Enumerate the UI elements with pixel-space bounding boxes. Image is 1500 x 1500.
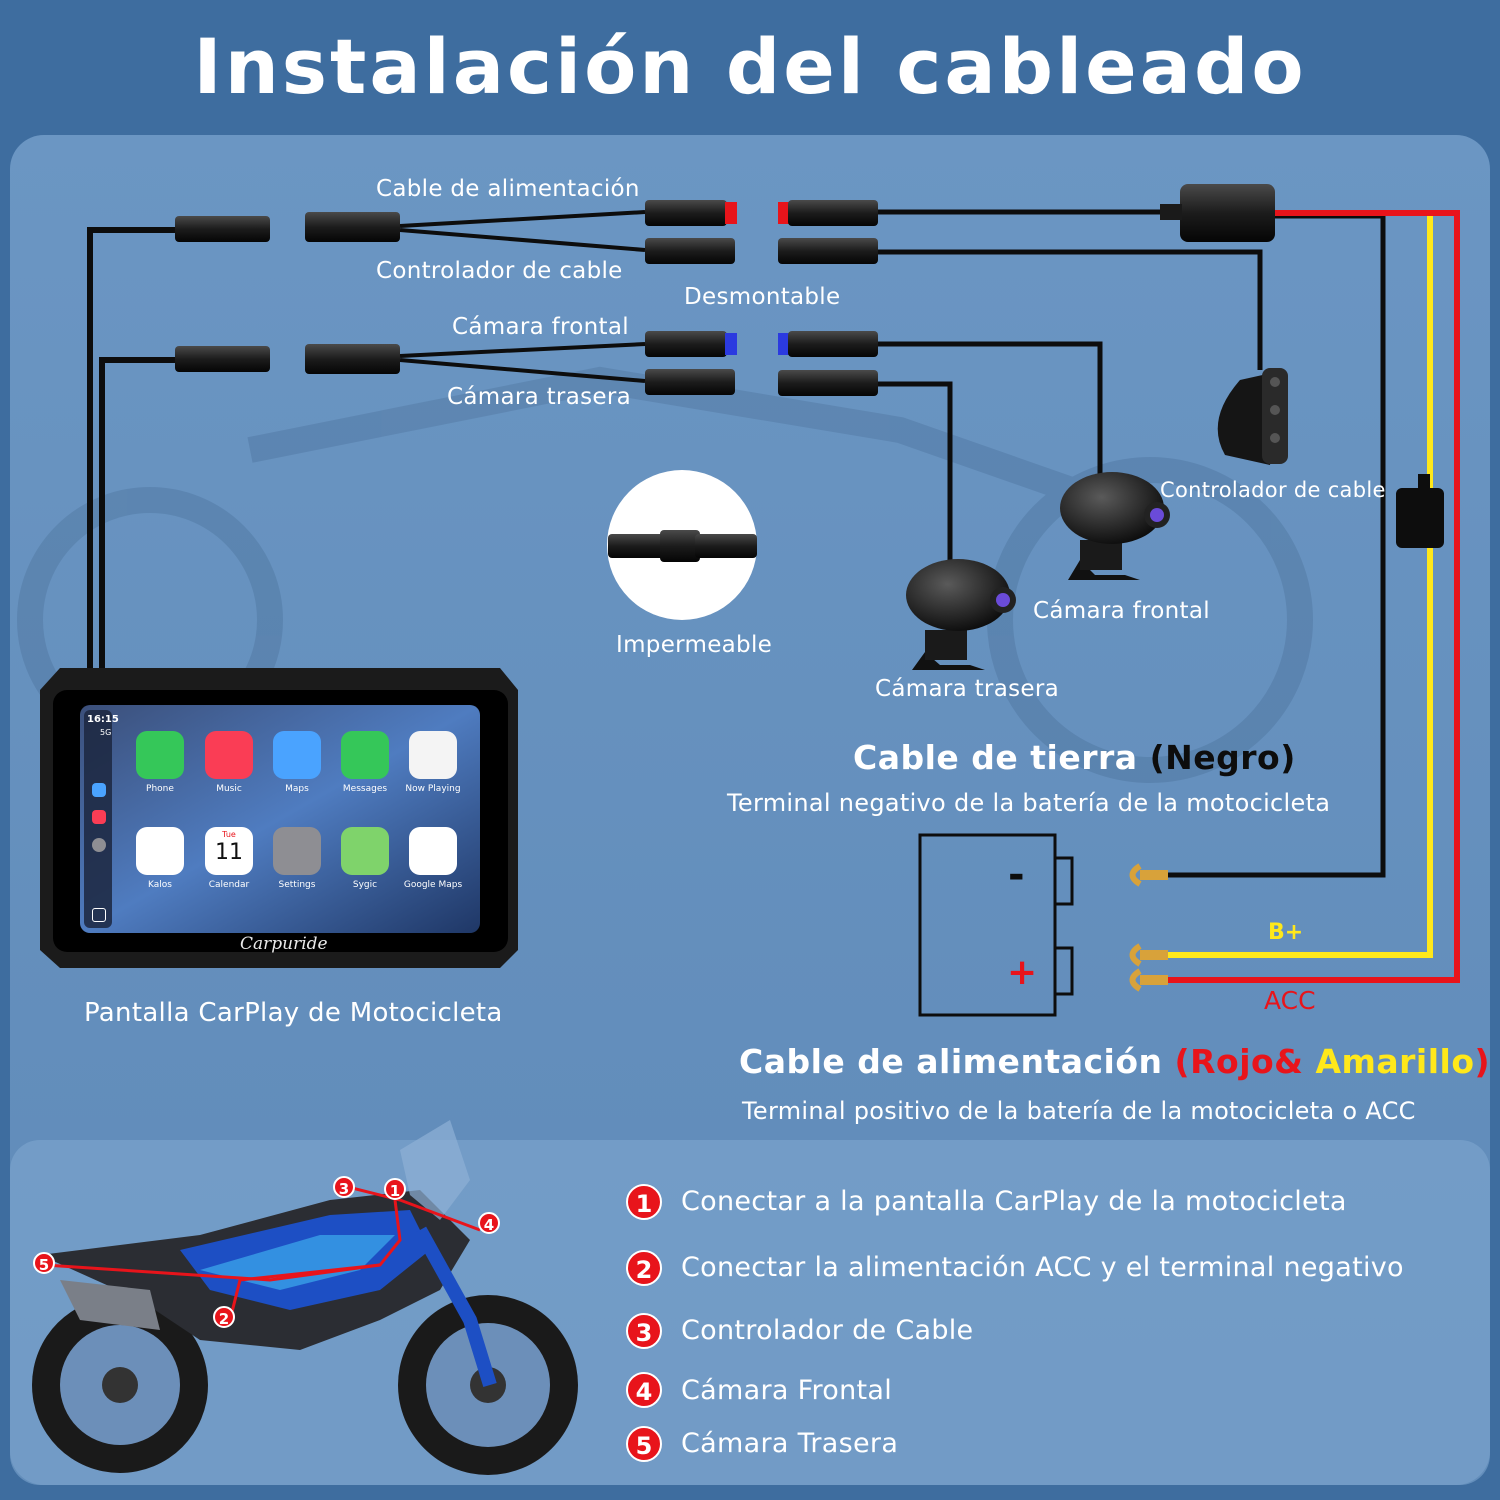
ground-cable-title: Cable de tierra xyxy=(853,738,1138,777)
dock-settings-icon xyxy=(92,838,106,852)
label-front-camera-device: Cámara frontal xyxy=(1033,598,1210,624)
google-maps-app-icon[interactable] xyxy=(409,827,457,875)
power-close: ) xyxy=(1474,1042,1491,1081)
step-3-text: Controlador de Cable xyxy=(681,1315,974,1346)
google-maps-app-label: Google Maps xyxy=(403,880,463,890)
step-4-number: 4 xyxy=(626,1372,662,1408)
dock-music-icon xyxy=(92,810,106,824)
now-playing-app-label: Now Playing xyxy=(405,784,461,794)
connector-left-bottom xyxy=(175,344,400,374)
screen-signal: 5G xyxy=(100,728,112,737)
screen-time: 16:15 xyxy=(87,714,119,725)
handlebar-controller xyxy=(1217,368,1288,465)
connector-controller-pair xyxy=(645,238,878,264)
sygic-app-icon[interactable] xyxy=(341,827,389,875)
settings-app-icon[interactable] xyxy=(273,827,321,875)
settings-app-label: Settings xyxy=(278,880,316,890)
label-controller-device: Controlador de cable xyxy=(1160,478,1386,502)
label-detachable: Desmontable xyxy=(684,284,841,310)
label-b-plus: B+ xyxy=(1268,920,1304,945)
connector-left-top xyxy=(175,212,400,242)
calendar-app-label: Calendar xyxy=(208,880,250,890)
label-waterproof: Impermeable xyxy=(616,632,773,658)
bike-marker-3: 3 xyxy=(333,1176,355,1198)
ground-cable-color: (Negro) xyxy=(1149,738,1296,777)
red-wire xyxy=(1165,210,1460,983)
label-cable-controller: Controlador de cable xyxy=(376,258,623,284)
now-playing-app-icon[interactable] xyxy=(409,731,457,779)
step-2-text: Conectar la alimentación ACC y el termin… xyxy=(681,1252,1404,1283)
connector-rear-cam-pair xyxy=(645,369,878,396)
label-acc: ACC xyxy=(1264,986,1316,1015)
step-5-text: Cámara Trasera xyxy=(681,1428,899,1459)
kalos-app-label: Kalos xyxy=(148,880,172,890)
power-yellow-word: Amarillo xyxy=(1315,1042,1475,1081)
ring-terminals xyxy=(1129,863,1142,992)
label-power-cable: Cable de alimentación xyxy=(376,176,640,202)
connector-front-cam-pair xyxy=(645,331,878,357)
power-cable-heading: Cable de alimentación (Rojo& Amarillo) xyxy=(739,1042,1490,1081)
calendar-day: Tue xyxy=(222,830,236,839)
front-camera-device xyxy=(1060,472,1170,580)
phone-app-label: Phone xyxy=(146,784,174,794)
phone-app-icon[interactable] xyxy=(136,731,184,779)
sygic-app-label: Sygic xyxy=(352,880,378,890)
label-front-camera: Cámara frontal xyxy=(452,314,629,340)
fuse-holder xyxy=(1396,474,1444,548)
ground-cable-desc: Terminal negativo de la batería de la mo… xyxy=(727,789,1331,817)
step-1-text: Conectar a la pantalla CarPlay de la mot… xyxy=(681,1186,1347,1217)
control-box xyxy=(1180,184,1275,242)
connector-power-pair xyxy=(645,200,878,226)
dock-maps-icon xyxy=(92,783,106,797)
messages-app-icon[interactable] xyxy=(341,731,389,779)
step-5-number: 5 xyxy=(626,1426,662,1462)
bike-marker-5: 5 xyxy=(33,1252,55,1274)
dock-home-icon xyxy=(92,908,106,922)
label-rear-camera: Cámara trasera xyxy=(447,384,631,410)
screen-wires xyxy=(87,227,180,670)
music-app-icon[interactable] xyxy=(205,731,253,779)
motorcycle-illustration xyxy=(32,1120,578,1475)
music-app-label: Music xyxy=(216,784,242,794)
maps-app-label: Maps xyxy=(285,784,309,794)
calendar-date: 11 xyxy=(215,840,243,865)
power-open: ( xyxy=(1174,1042,1191,1081)
right-wires xyxy=(878,209,1386,878)
battery-plus: + xyxy=(1007,952,1038,993)
kalos-app-icon[interactable] xyxy=(136,827,184,875)
power-red-word: Rojo& xyxy=(1190,1042,1304,1081)
step-4-text: Cámara Frontal xyxy=(681,1375,893,1406)
bike-marker-2: 2 xyxy=(213,1306,235,1328)
step-2-number: 2 xyxy=(626,1250,662,1286)
bike-marker-4: 4 xyxy=(478,1212,500,1234)
maps-app-icon[interactable] xyxy=(273,731,321,779)
label-rear-camera-device: Cámara trasera xyxy=(875,676,1059,702)
power-cable-desc: Terminal positivo de la batería de la mo… xyxy=(742,1097,1416,1125)
step-3-number: 3 xyxy=(626,1313,662,1349)
power-cable-title: Cable de alimentación xyxy=(739,1042,1163,1081)
splitter-wires xyxy=(399,210,646,383)
battery-minus: - xyxy=(1008,852,1025,898)
page-title: Instalación del cableado xyxy=(193,22,1307,111)
bike-marker-1: 1 xyxy=(384,1178,406,1200)
ground-cable-heading: Cable de tierra (Negro) xyxy=(853,738,1296,777)
waterproof-illustration xyxy=(607,470,757,620)
label-screen-caption: Pantalla CarPlay de Motocicleta xyxy=(84,998,503,1028)
carplay-screen-device xyxy=(40,668,518,968)
messages-app-label: Messages xyxy=(342,784,388,794)
step-1-number: 1 xyxy=(626,1184,662,1220)
rear-camera-device xyxy=(906,559,1016,670)
battery-diagram xyxy=(918,833,1074,1017)
screen-brand-logo: Carpuride xyxy=(240,934,328,954)
